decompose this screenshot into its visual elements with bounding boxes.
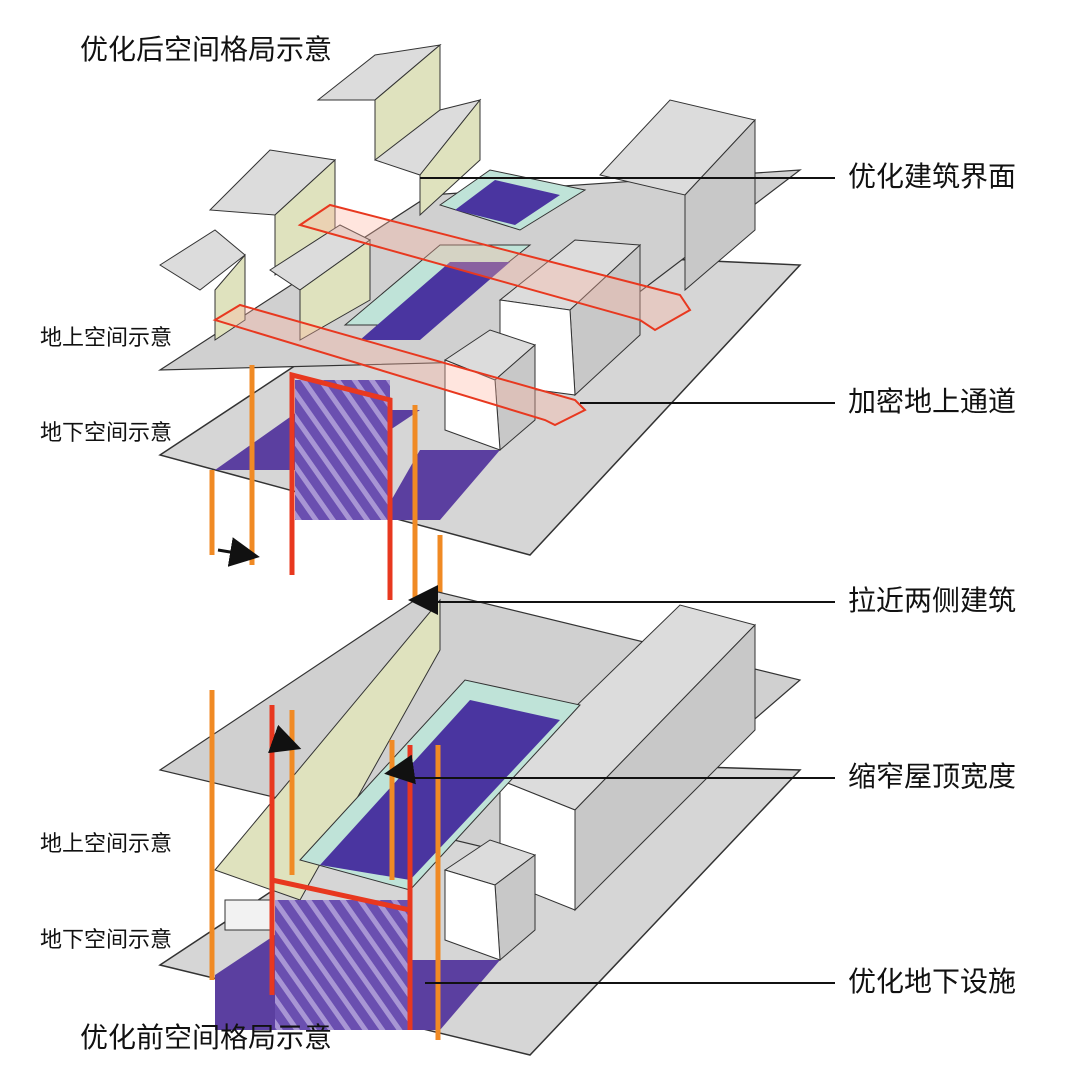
after-underground-floor-right xyxy=(380,450,500,520)
after-underground-hatched xyxy=(295,380,390,520)
before-above-ground-label: 地上空间示意 xyxy=(40,832,173,857)
after-passage-arrow-lower xyxy=(212,303,587,427)
callout-leaders xyxy=(410,177,835,984)
before-underground-hatched xyxy=(275,900,410,1030)
callout-closer-buildings: 拉近两侧建筑 xyxy=(848,584,1017,617)
after-left-mid-facade xyxy=(299,239,371,341)
before-narrow-arrow-left xyxy=(268,724,302,754)
callout-optimize-facade: 优化建筑界面 xyxy=(848,160,1017,193)
after-passage-arrow-upper xyxy=(297,203,692,332)
after-courtyard-void-upper xyxy=(455,180,560,225)
before-narrow-arrow-right xyxy=(384,754,416,785)
after-red-frame xyxy=(289,371,393,600)
before-model xyxy=(158,589,802,1056)
callout-narrow-roof: 缩窄屋顶宽度 xyxy=(848,760,1017,793)
before-front-small-front xyxy=(444,869,501,961)
after-below-ground-label: 地下空间示意 xyxy=(40,421,173,446)
before-title: 优化前空间格局示意 xyxy=(80,1021,333,1054)
after-above-ground-label: 地上空间示意 xyxy=(40,326,173,351)
before-red-frame xyxy=(269,876,413,1030)
before-underground-right xyxy=(410,960,500,1030)
after-second-building-facade xyxy=(419,98,481,217)
callout-dense-passage: 加密地上通道 xyxy=(848,385,1017,418)
after-left-building-2-facade xyxy=(214,253,246,341)
after-model xyxy=(157,43,802,556)
before-underground-floor xyxy=(215,935,275,1030)
after-right-building-side xyxy=(684,118,756,292)
after-courtyard-void xyxy=(360,262,510,340)
before-below-ground-label: 地下空间示意 xyxy=(40,928,173,953)
after-title: 优化后空间格局示意 xyxy=(80,33,333,66)
callout-underground-facility: 优化地下设施 xyxy=(848,965,1017,998)
after-frame-lines xyxy=(209,365,443,620)
before-stair-block xyxy=(224,899,271,931)
after-distance-arrow xyxy=(217,537,260,567)
